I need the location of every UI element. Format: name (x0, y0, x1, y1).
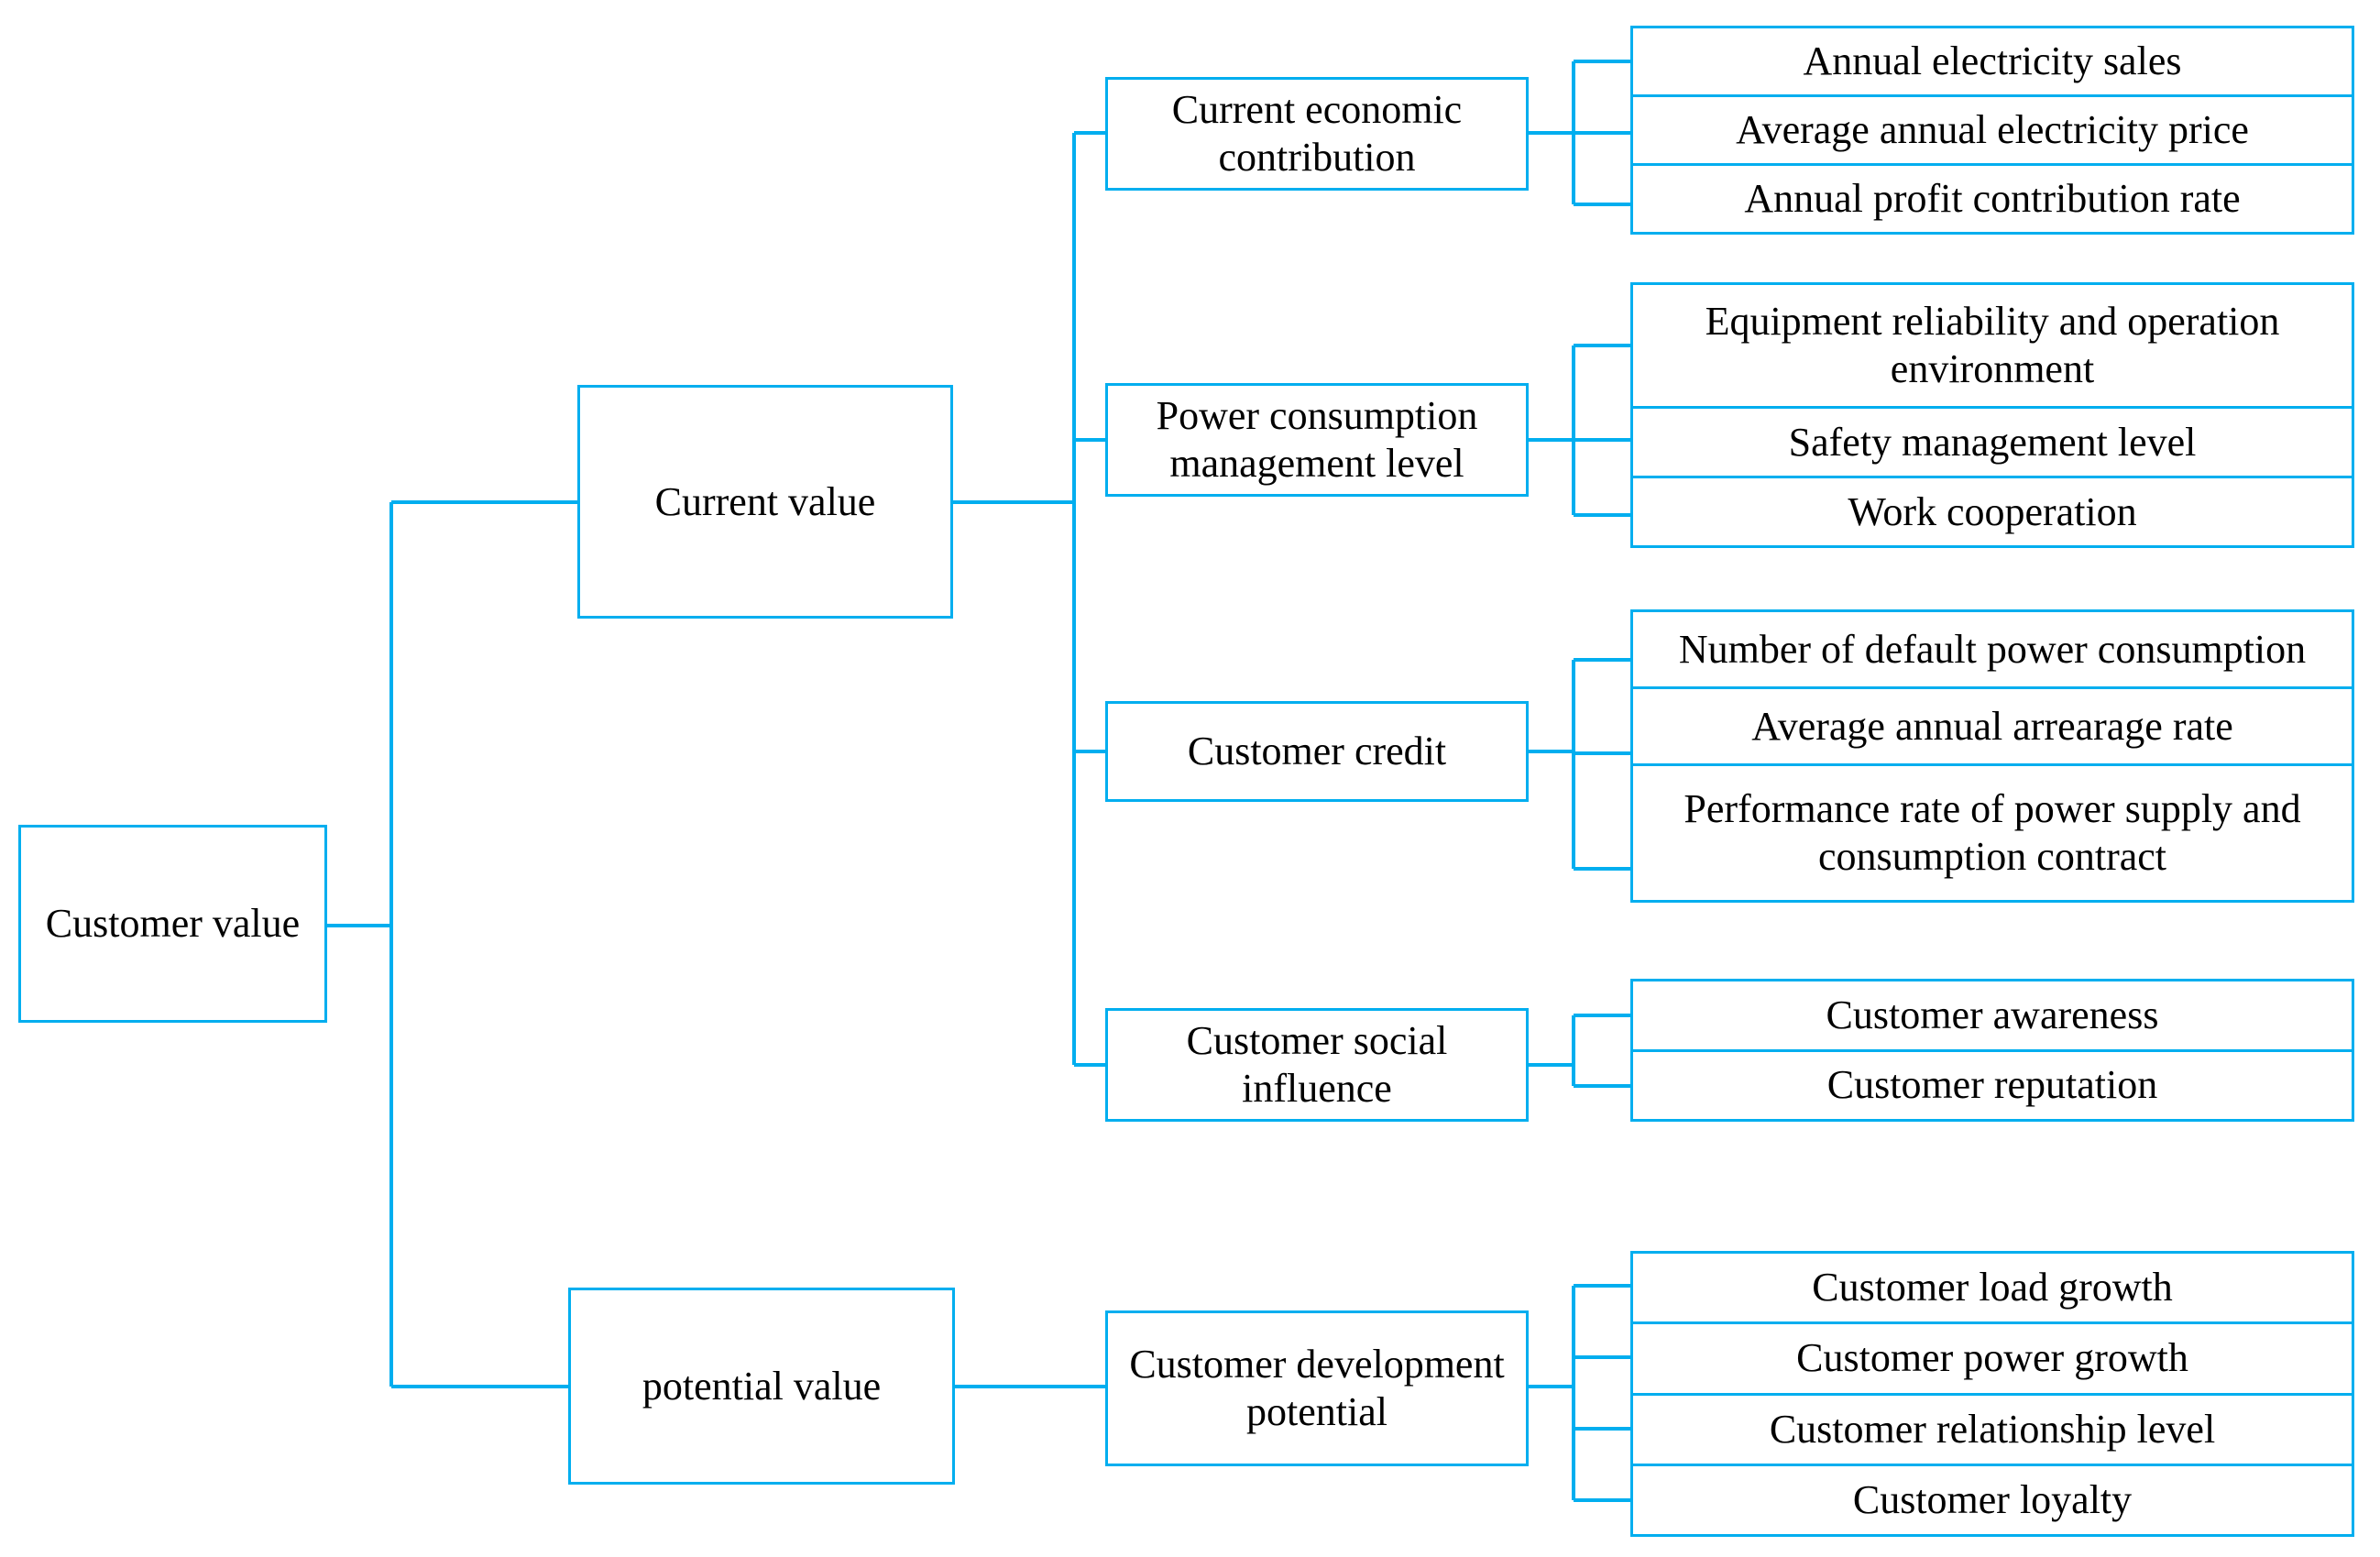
leaf-average-annual-arrearage-rate[interactable]: Average annual arrearage rate (1633, 689, 2352, 767)
node-customer-social-influence[interactable]: Customer social influence (1105, 1008, 1529, 1122)
leafgroup-customer-credit: Number of default power consumption Aver… (1630, 609, 2354, 903)
leafgroup-customer-social-influence: Customer awareness Customer reputation (1630, 979, 2354, 1122)
node-power-consumption-management-level[interactable]: Power consumption management level (1105, 383, 1529, 497)
leaf-customer-power-growth[interactable]: Customer power growth (1633, 1324, 2352, 1396)
node-customer-development-potential-label: Customer development potential (1129, 1342, 1505, 1434)
node-branch-current-value[interactable]: Current value (577, 385, 953, 619)
leaf-average-annual-electricity-price[interactable]: Average annual electricity price (1633, 97, 2352, 166)
leaf-customer-awareness[interactable]: Customer awareness (1633, 981, 2352, 1052)
leaf-annual-profit-contribution-rate[interactable]: Annual profit contribution rate (1744, 176, 2241, 222)
node-customer-credit-label: Customer credit (1187, 729, 1447, 774)
leaf-customer-relationship-level[interactable]: Customer relationship level (1633, 1396, 2352, 1466)
leaf-safety-management-level[interactable]: Safety management level (1633, 409, 2352, 479)
leaf-customer-loyalty[interactable]: Customer loyalty (1852, 1476, 2133, 1522)
leaf-work-cooperation[interactable]: Work cooperation (1848, 488, 2137, 534)
leaf-customer-reputation[interactable]: Customer reputation (1826, 1062, 2158, 1108)
leafgroup-current-economic-contribution: Annual electricity sales Average annual … (1630, 26, 2354, 235)
node-customer-social-influence-label: Customer social influence (1186, 1018, 1448, 1111)
node-current-economic-contribution-label: Current economic contribution (1171, 87, 1463, 180)
node-branch-potential-value[interactable]: potential value (568, 1288, 955, 1485)
leaf-performance-rate-of-power-supply-and-consumption-contract[interactable]: Performance rate of power supply and con… (1684, 786, 2301, 880)
leafgroup-power-consumption-management-level: Equipment reliability and operation envi… (1630, 282, 2354, 548)
leaf-number-of-default-power-consumption[interactable]: Number of default power consumption (1633, 612, 2352, 690)
leaf-customer-load-growth[interactable]: Customer load growth (1633, 1254, 2352, 1325)
node-customer-credit[interactable]: Customer credit (1105, 701, 1529, 802)
leafgroup-customer-development-potential: Customer load growth Customer power grow… (1630, 1251, 2354, 1537)
node-root-customer-value[interactable]: Customer value (18, 825, 327, 1023)
leaf-annual-electricity-sales[interactable]: Annual electricity sales (1633, 28, 2352, 97)
node-root-label: Customer value (45, 901, 301, 947)
node-branch-current-value-label: Current value (654, 478, 876, 524)
node-branch-potential-value-label: potential value (642, 1363, 882, 1409)
node-current-economic-contribution[interactable]: Current economic contribution (1105, 77, 1529, 191)
leaf-equipment-reliability-and-operation-environment[interactable]: Equipment reliability and operation envi… (1633, 285, 2352, 410)
node-customer-development-potential[interactable]: Customer development potential (1105, 1310, 1529, 1466)
node-power-consumption-management-level-label: Power consumption management level (1156, 393, 1478, 486)
